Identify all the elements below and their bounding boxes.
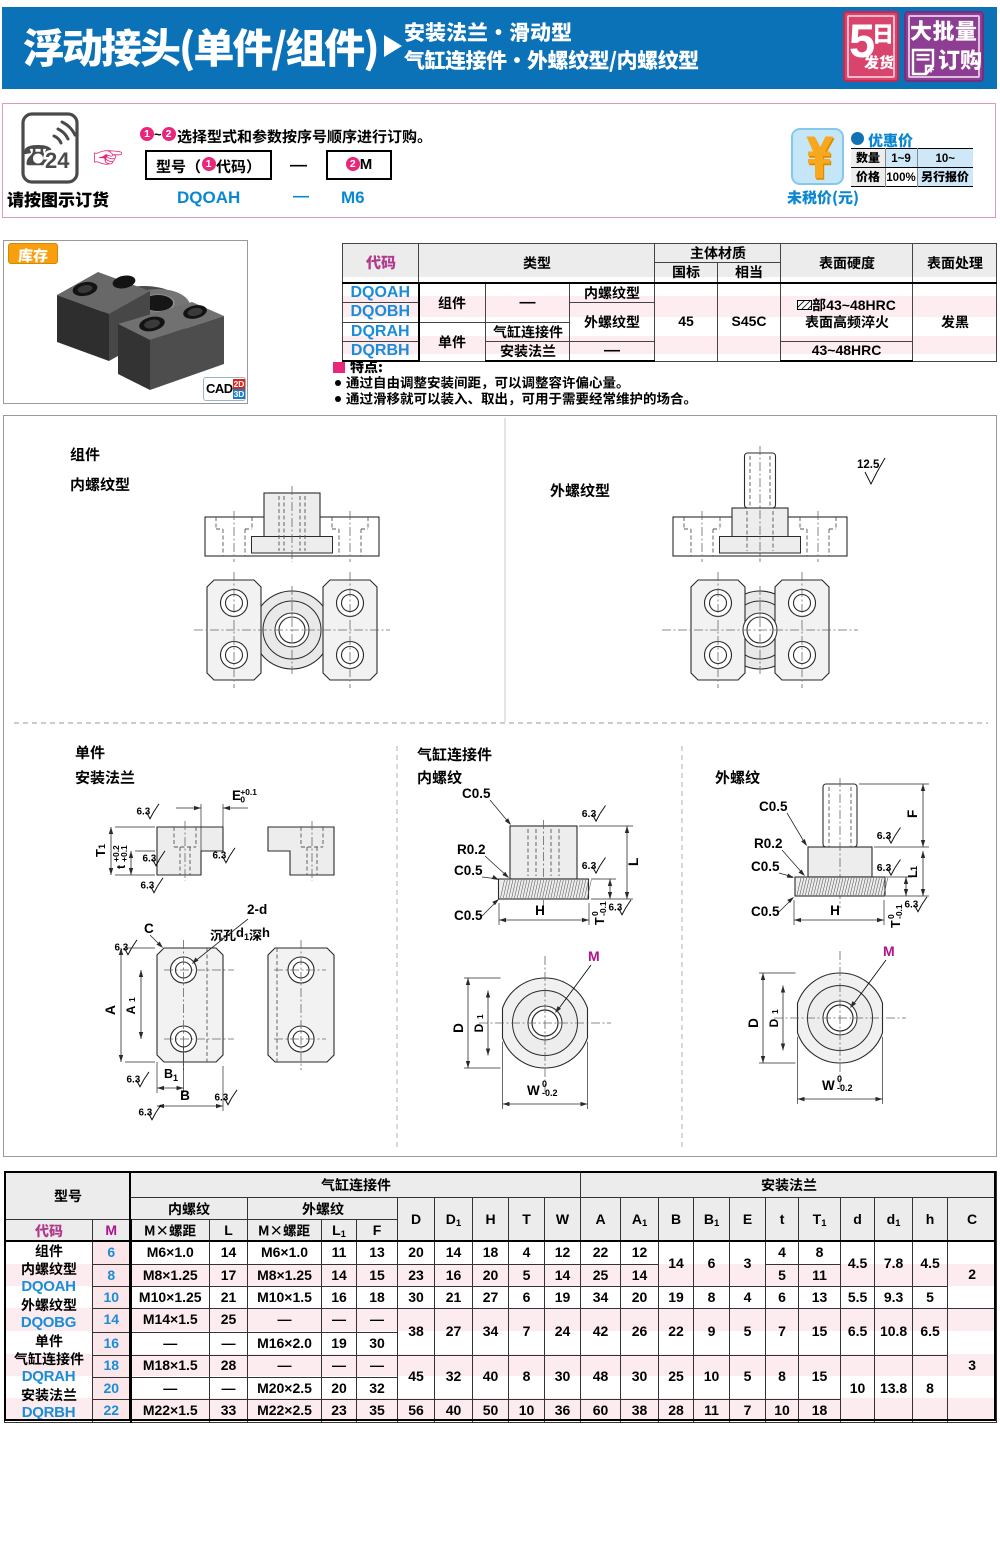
svg-text:L: L — [906, 870, 920, 878]
svg-text:6.3: 6.3 — [141, 881, 155, 892]
svg-text:R0.2: R0.2 — [754, 836, 783, 851]
svg-text:6.3: 6.3 — [139, 1108, 153, 1119]
svg-text:D: D — [451, 1023, 466, 1033]
svg-text:+0.1: +0.1 — [119, 845, 129, 862]
svg-text:-0.1: -0.1 — [894, 904, 904, 919]
svg-text:B: B — [164, 1067, 173, 1081]
svg-text:12.5: 12.5 — [857, 459, 880, 471]
svg-text:B: B — [180, 1088, 190, 1103]
svg-text:W: W — [527, 1083, 540, 1098]
svg-text:6.3: 6.3 — [137, 807, 151, 818]
svg-text:T: T — [593, 917, 607, 925]
svg-text:6.3: 6.3 — [905, 900, 919, 911]
svg-text:E: E — [232, 788, 241, 803]
svg-text:-0.1: -0.1 — [598, 901, 608, 916]
svg-text:6.3: 6.3 — [213, 851, 227, 862]
svg-text:A: A — [124, 1005, 138, 1014]
svg-text:R0.2: R0.2 — [457, 842, 486, 857]
svg-text:6.3: 6.3 — [127, 1075, 141, 1086]
svg-text:C0.5: C0.5 — [751, 859, 780, 874]
svg-text:6.3: 6.3 — [115, 943, 129, 954]
svg-text:W: W — [822, 1078, 835, 1093]
svg-text:L: L — [626, 858, 641, 866]
svg-text:6.3: 6.3 — [582, 861, 597, 872]
svg-text:1: 1 — [770, 1009, 780, 1014]
svg-text:6.3: 6.3 — [582, 809, 597, 820]
svg-text:M: M — [588, 948, 600, 964]
svg-text:-0.2: -0.2 — [542, 1088, 558, 1098]
svg-text:D: D — [746, 1018, 761, 1028]
svg-text:6.3: 6.3 — [877, 863, 892, 874]
svg-text:6.3: 6.3 — [609, 903, 623, 914]
svg-text:C0.5: C0.5 — [454, 908, 483, 923]
svg-text:+0.2: +0.2 — [111, 845, 121, 862]
svg-text:0: 0 — [542, 1079, 547, 1089]
svg-text:F: F — [905, 810, 920, 818]
svg-text:1: 1 — [97, 844, 107, 849]
svg-text:1: 1 — [475, 1014, 485, 1019]
svg-text:T: T — [93, 849, 108, 857]
svg-text:2-d: 2-d — [247, 902, 267, 917]
svg-text:A: A — [102, 1005, 118, 1015]
svg-text:C0.5: C0.5 — [759, 799, 788, 814]
svg-text:1: 1 — [127, 997, 137, 1002]
svg-text:D: D — [767, 1018, 781, 1027]
svg-text:C0.5: C0.5 — [751, 904, 780, 919]
svg-text:1: 1 — [173, 1073, 178, 1083]
svg-text:0: 0 — [590, 911, 600, 916]
svg-text:1: 1 — [244, 932, 249, 942]
svg-text:T: T — [889, 920, 903, 928]
svg-text:C0.5: C0.5 — [462, 786, 491, 801]
svg-text:H: H — [830, 903, 840, 918]
svg-text:d: d — [236, 925, 244, 940]
svg-text:6.3: 6.3 — [143, 854, 157, 865]
svg-text:D: D — [472, 1023, 486, 1032]
svg-text:6.3: 6.3 — [215, 1093, 229, 1104]
svg-text:1: 1 — [909, 866, 919, 871]
svg-text:C0.5: C0.5 — [454, 863, 483, 878]
svg-text:+0.1: +0.1 — [240, 787, 257, 797]
svg-text:h: h — [262, 925, 270, 940]
svg-text:H: H — [535, 903, 545, 918]
svg-text:C: C — [144, 921, 154, 936]
svg-text:0: 0 — [240, 794, 245, 804]
svg-text:-0.2: -0.2 — [837, 1083, 853, 1093]
svg-text:6.3: 6.3 — [877, 831, 892, 842]
svg-text:0: 0 — [886, 914, 896, 919]
svg-text:t: t — [114, 865, 128, 869]
svg-text:0: 0 — [837, 1074, 842, 1084]
svg-text:M: M — [883, 943, 895, 959]
